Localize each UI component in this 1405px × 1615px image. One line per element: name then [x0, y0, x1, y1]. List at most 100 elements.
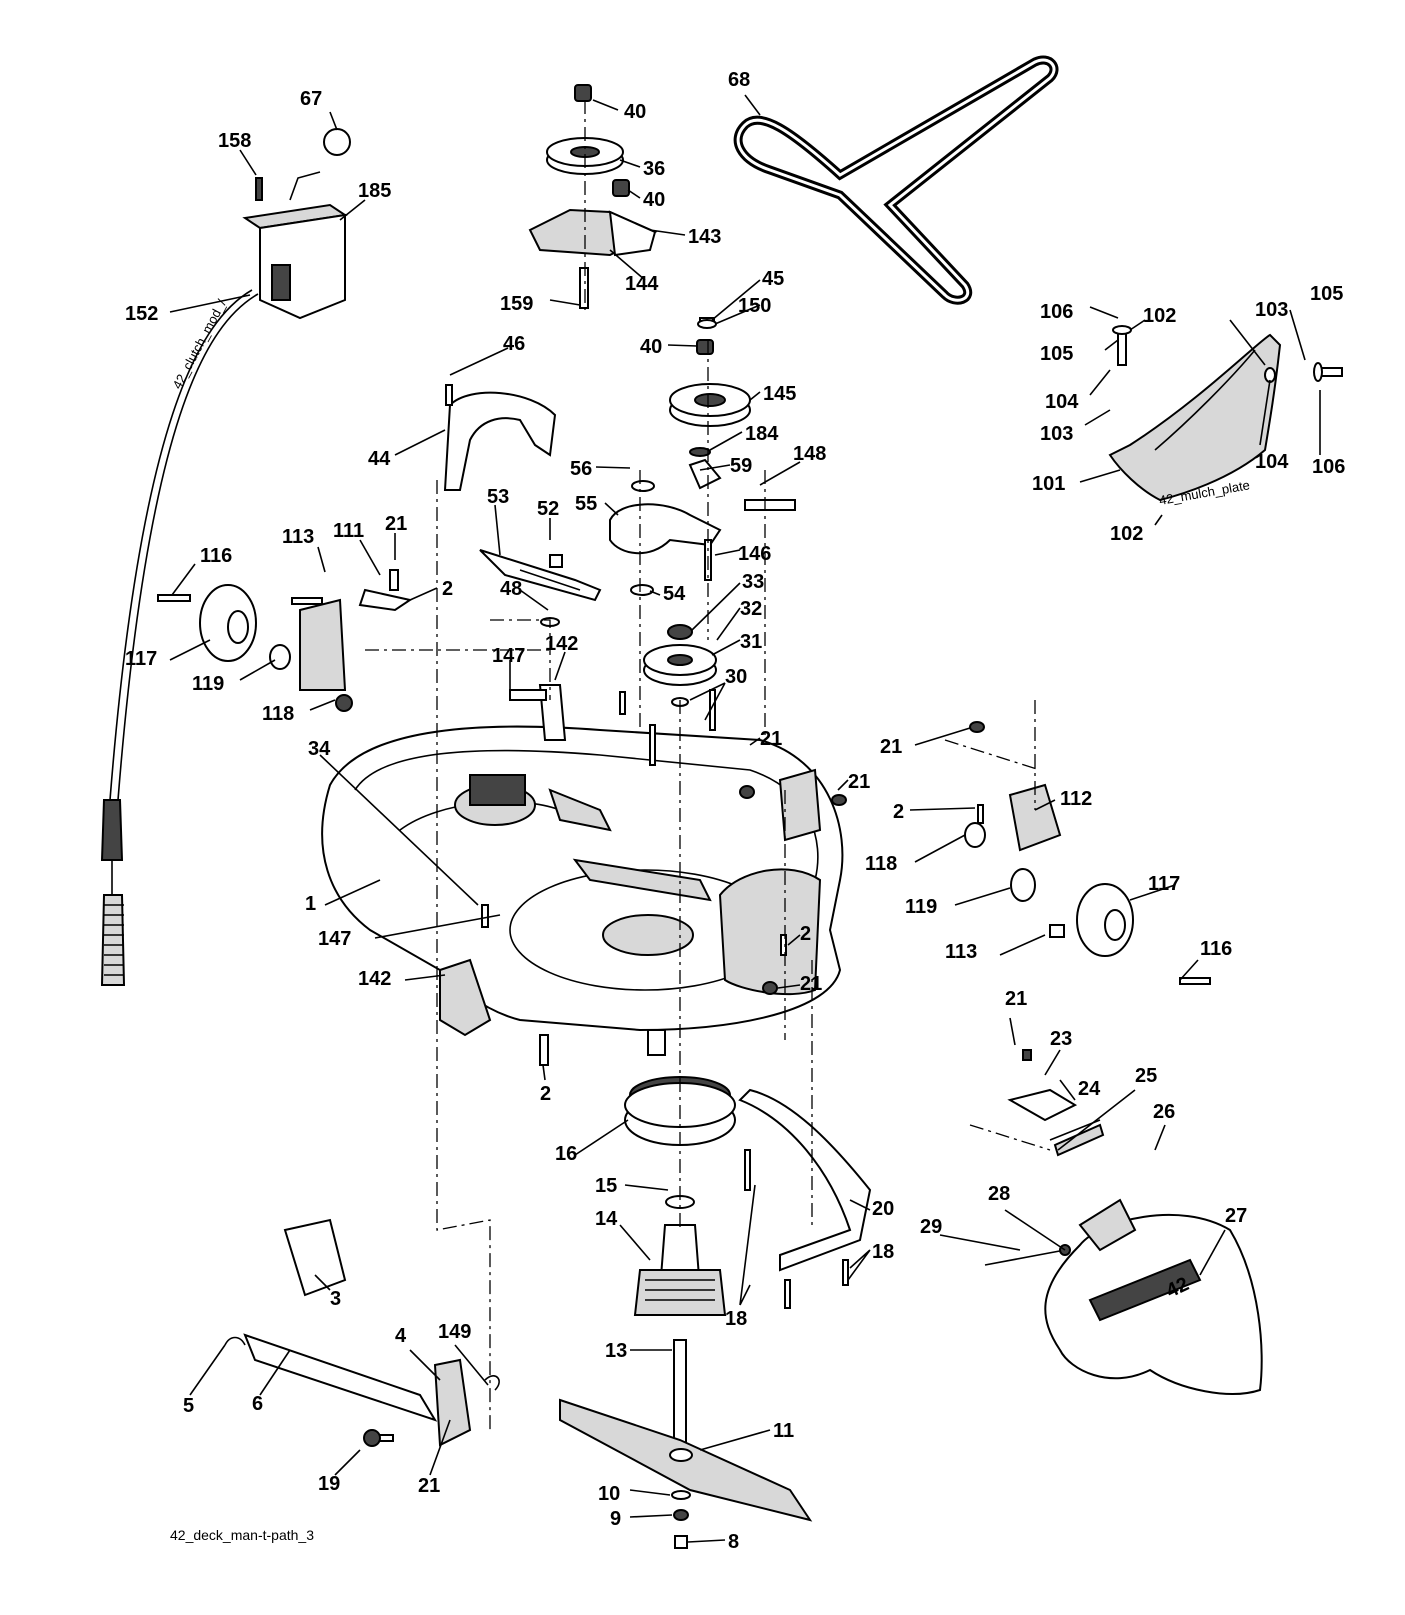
callout-24: 24: [1078, 1078, 1101, 1100]
mulch-plate: 42_mulch_plate: [1108, 325, 1343, 508]
callout-118-right: 118: [865, 853, 897, 875]
callout-117-right: 117: [1148, 873, 1180, 895]
callout-148: 148: [793, 443, 826, 465]
callout-103-right: 103: [1255, 299, 1288, 321]
support-arm: [738, 1088, 872, 1309]
callout-46: 46: [503, 333, 525, 355]
callout-150: 150: [738, 295, 771, 317]
callout-25: 25: [1135, 1065, 1157, 1087]
discharge-chute-assembly: 42: [984, 1049, 1263, 1395]
callout-2-bottom: 2: [540, 1083, 551, 1105]
callout-numbers: 67 158 185 152 40 36 40 143 144 159 68 4…: [125, 69, 1345, 1553]
callout-146: 146: [738, 543, 771, 565]
lift-link-assembly: [224, 1218, 500, 1447]
callout-31: 31: [740, 631, 762, 653]
callout-112: 112: [1060, 788, 1092, 810]
callout-142-bottom: 142: [358, 968, 391, 990]
callout-16: 16: [555, 1143, 577, 1165]
callout-10: 10: [598, 1483, 620, 1505]
callout-104-right: 104: [1255, 451, 1289, 473]
callout-15: 15: [595, 1175, 617, 1197]
callout-101: 101: [1032, 473, 1065, 495]
callout-111: 111: [333, 520, 364, 542]
assembly-centerlines: [365, 100, 1051, 1430]
callout-34: 34: [308, 738, 331, 760]
callout-152: 152: [125, 303, 158, 325]
callout-142-top: 142: [545, 633, 578, 655]
right-gauge-wheel-assembly: [739, 721, 1211, 995]
callout-116-left: 116: [200, 545, 232, 567]
callout-4: 4: [395, 1325, 407, 1347]
callout-149: 149: [438, 1321, 471, 1343]
callout-68: 68: [728, 69, 750, 91]
callout-102-bottom: 102: [1110, 523, 1143, 545]
callout-9: 9: [610, 1508, 621, 1530]
leader-lines: [169, 94, 1321, 1543]
callout-103-left: 103: [1040, 423, 1073, 445]
callout-185: 185: [358, 180, 391, 202]
callout-8: 8: [728, 1531, 739, 1553]
callout-147-bottom: 147: [318, 928, 351, 950]
callout-21-deck: 21: [760, 728, 782, 750]
callout-113-left: 113: [282, 526, 314, 548]
clutch-cable-assembly: [100, 128, 351, 986]
callout-21-right-top: 21: [880, 736, 902, 758]
idler-pulley-assembly-top: [528, 84, 751, 457]
belt-guard: [443, 384, 557, 491]
callout-3: 3: [330, 1288, 341, 1310]
callout-11: 11: [773, 1420, 794, 1442]
callout-104-left: 104: [1045, 391, 1079, 413]
diagram-reference-code: 42_deck_man-t-path_3: [170, 1527, 314, 1543]
callout-18-left: 18: [725, 1308, 747, 1330]
callout-33: 33: [742, 571, 764, 593]
callout-159: 159: [500, 293, 533, 315]
callout-21-chute: 21: [1005, 988, 1027, 1010]
callout-2-right: 2: [893, 801, 904, 823]
idler-arm-assembly: [479, 458, 796, 707]
callout-117-left: 117: [125, 648, 157, 670]
callout-40-top: 40: [624, 101, 646, 123]
callout-48: 48: [500, 578, 522, 600]
callout-116-right: 116: [1200, 938, 1232, 960]
callout-14: 14: [595, 1208, 618, 1230]
callout-45: 45: [762, 268, 784, 290]
callout-67: 67: [300, 88, 322, 110]
callout-36: 36: [643, 158, 665, 180]
drive-belt: [733, 55, 1059, 305]
callout-26: 26: [1153, 1101, 1175, 1123]
callout-13: 13: [605, 1340, 627, 1362]
callout-106-right: 106: [1312, 456, 1345, 478]
callout-113-right: 113: [945, 941, 977, 963]
callout-158: 158: [218, 130, 251, 152]
callout-105-left: 105: [1040, 343, 1073, 365]
callout-40-mid: 40: [640, 336, 662, 358]
callout-5: 5: [183, 1395, 194, 1417]
callout-19: 19: [318, 1473, 340, 1495]
callout-21-link: 21: [418, 1475, 440, 1497]
callout-29: 29: [920, 1216, 942, 1238]
mower-deck-housing: [321, 684, 844, 1066]
callout-55: 55: [575, 493, 597, 515]
callout-21-deck-right: 21: [848, 771, 870, 793]
callout-184: 184: [745, 423, 779, 445]
callout-23: 23: [1050, 1028, 1072, 1050]
callout-1: 1: [305, 893, 316, 915]
left-gauge-wheel-assembly: [157, 569, 413, 712]
callout-56: 56: [570, 458, 592, 480]
callout-20: 20: [872, 1198, 894, 1220]
callout-18-right: 18: [872, 1241, 894, 1263]
callout-53: 53: [487, 486, 509, 508]
callout-44: 44: [368, 448, 391, 470]
callout-147-top: 147: [492, 645, 525, 667]
callout-144: 144: [625, 273, 659, 295]
callout-59: 59: [730, 455, 752, 477]
spindle-blade-assembly: [559, 1076, 813, 1549]
callout-21-deck-bottom: 21: [800, 973, 822, 995]
callout-32: 32: [740, 598, 762, 620]
callout-145: 145: [763, 383, 796, 405]
callout-54: 54: [663, 583, 686, 605]
callout-2-left: 2: [442, 578, 453, 600]
callout-6: 6: [252, 1393, 263, 1415]
callout-102-top: 102: [1143, 305, 1176, 327]
